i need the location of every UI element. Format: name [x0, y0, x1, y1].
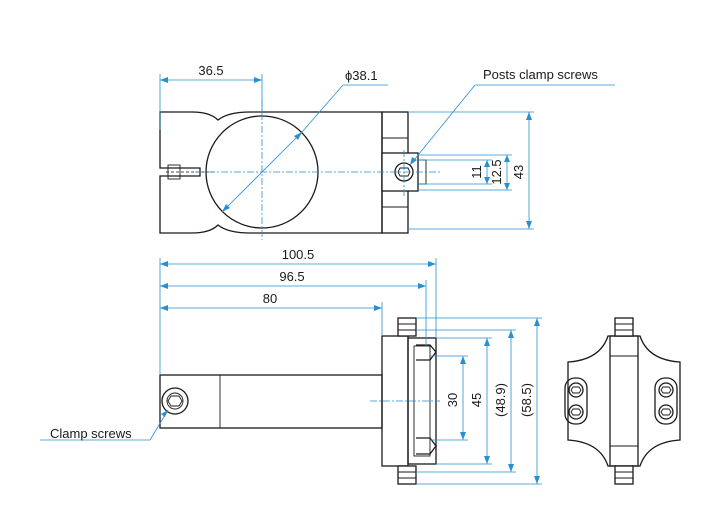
callout-clamp-screws: Clamp screws [40, 409, 169, 441]
dim-100-5: 100.5 [159, 247, 437, 375]
dim-11: 11 [418, 159, 492, 185]
hex-screw-icon [658, 404, 674, 420]
dim-48-9: (48.9) [416, 329, 516, 473]
front-view [159, 317, 440, 485]
hex-screw-icon [658, 382, 674, 398]
side-view [564, 317, 681, 485]
hex-socket-icon [660, 408, 672, 416]
dim-label-11: 11 [469, 165, 484, 179]
side-bottom-screw [614, 465, 634, 485]
callout-label-posts-clamp-screws: Posts clamp screws [483, 67, 598, 82]
hex-socket-icon [167, 395, 183, 407]
dim-label-43: 43 [511, 165, 526, 179]
top-screw [397, 317, 417, 337]
notch-bottom [416, 437, 437, 455]
dim-label-45: 45 [469, 393, 484, 407]
bottom-screw [397, 465, 417, 485]
callout-label-clamp-screws: Clamp screws [50, 426, 132, 441]
dim-label-100-5: 100.5 [282, 247, 315, 262]
dim-45: 45 [436, 337, 492, 465]
dim-30: 30 [430, 355, 468, 441]
clamp-screw-inner [166, 392, 184, 410]
hex-screw-icon [568, 382, 584, 398]
hex-socket-icon [397, 167, 411, 177]
right-screw-slot [654, 377, 678, 425]
top-view [159, 100, 440, 240]
dim-label-30: 30 [445, 393, 460, 407]
dim-label-58-5: (58.5) [519, 383, 534, 417]
hex-socket-icon [660, 386, 672, 394]
notch-top [416, 344, 437, 361]
callout-posts-clamp-screws: Posts clamp screws [409, 67, 615, 166]
dim-label-12-5: 12.5 [489, 159, 504, 184]
dim-43: 43 [408, 111, 534, 230]
side-view-body [567, 335, 681, 467]
dim-label-48-9: (48.9) [493, 383, 508, 417]
hex-socket-icon [570, 408, 582, 416]
dim-label-96-5: 96.5 [279, 269, 304, 284]
dim-12-5: 12.5 [418, 154, 512, 191]
dim-label-36-5: 36.5 [198, 63, 223, 78]
left-screw-slot [564, 377, 588, 425]
side-view-post [609, 335, 639, 467]
dim-diameter: ϕ38.1 [221, 68, 388, 213]
clamp-screw-icon [161, 387, 189, 415]
hex-socket-icon [570, 386, 582, 394]
side-top-screw [614, 317, 634, 337]
dim-label-80: 80 [263, 291, 277, 306]
dim-36-5: 36.5 [159, 63, 263, 130]
top-view-body [159, 111, 383, 234]
hex-screw-icon [568, 404, 584, 420]
dim-80: 80 [160, 291, 383, 336]
dim-96-5: 96.5 [160, 269, 427, 346]
dim-58-5: (58.5) [416, 317, 542, 485]
dim-label-diameter: ϕ38.1 [345, 68, 378, 83]
clamp-arm [159, 374, 383, 429]
